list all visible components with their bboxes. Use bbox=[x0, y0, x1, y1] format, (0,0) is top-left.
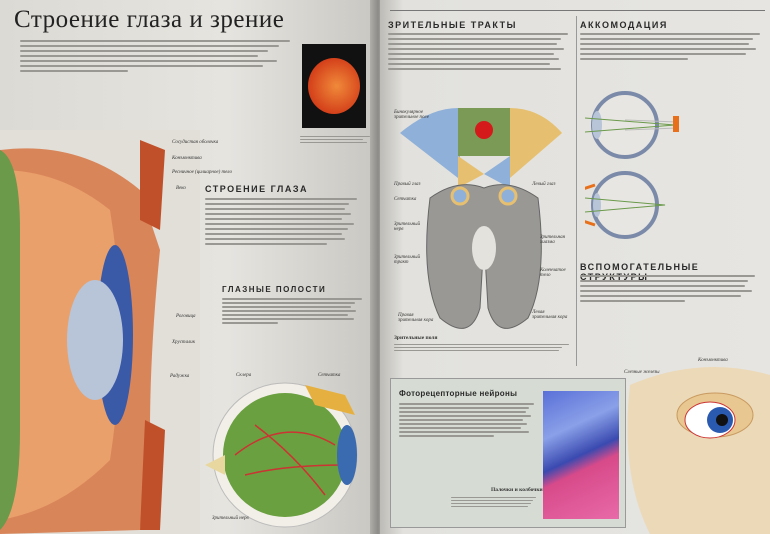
label-retina: Сетчатка bbox=[318, 373, 341, 378]
intro-text bbox=[20, 40, 290, 72]
label-eyelid: Веко bbox=[176, 186, 186, 191]
label-left-eye: Левый глаз bbox=[532, 182, 556, 187]
section-heading-eye-cavities: Глазные полости bbox=[222, 285, 327, 294]
label-right-cortex: Правая зрительная кора bbox=[398, 313, 434, 323]
label-choroid: Сосудистая оболочка bbox=[172, 140, 219, 145]
visual-fields-text bbox=[394, 344, 569, 351]
left-page: Строение глаза и зрение Сосудистая оболо… bbox=[0, 0, 378, 534]
label-lacrimal-glands: Слезные железы bbox=[624, 370, 660, 375]
box-caption-text bbox=[451, 497, 536, 507]
label-geniculate: Коленчатое тело bbox=[540, 268, 566, 278]
photoreceptor-box: Фоторецепторные нейроны Палочки и колбоч… bbox=[390, 378, 626, 528]
label-optic-tract: Зрительный тракт bbox=[394, 255, 421, 265]
label-optic-nerve: Зрительный нерв bbox=[212, 516, 249, 521]
rods-cones-micrograph bbox=[543, 391, 619, 519]
accessory-eye-illustration bbox=[627, 367, 770, 534]
visual-pathway-diagram bbox=[400, 108, 562, 329]
eye-structure-text bbox=[205, 198, 357, 245]
label-iris: Радужка bbox=[170, 374, 190, 379]
eye-cavities-text bbox=[222, 298, 362, 324]
accommodation-text bbox=[580, 33, 760, 60]
label-right-eye: Правый глаз bbox=[394, 182, 421, 187]
section-heading-accessory-structures: Вспомогательные структуры bbox=[580, 262, 700, 282]
box-heading: Фоторецепторные нейроны bbox=[399, 389, 518, 398]
label-optic-nerve-right: Зрительный нерв bbox=[394, 222, 421, 232]
label-sclera: Склера bbox=[236, 373, 252, 378]
label-lens: Хрусталик bbox=[172, 340, 196, 345]
section-heading-eye-structure: Строение глаза bbox=[205, 184, 308, 194]
eyeball-illustration bbox=[205, 382, 358, 528]
label-binocular-field: Бинокулярное зрительное поле bbox=[394, 110, 429, 120]
box-text bbox=[399, 403, 534, 437]
label-retina-right: Сетчатка bbox=[394, 197, 417, 202]
label-conjunctiva: Конъюнктива bbox=[172, 156, 202, 161]
visual-fields-caption: Зрительные поля bbox=[394, 335, 438, 341]
right-page: Зрительные тракты Аккомодация Бинокулярн… bbox=[380, 0, 770, 534]
page-title: Строение глаза и зрение bbox=[14, 6, 285, 33]
label-chiasm: Зрительная хиазма bbox=[540, 235, 565, 245]
label-cornea: Роговица bbox=[176, 314, 196, 319]
fundus-photo bbox=[302, 44, 366, 128]
top-rule bbox=[390, 10, 765, 11]
label-conjunctiva-aux: Конъюнктива bbox=[698, 358, 728, 363]
label-ciliary-body: Ресничное (цилиарное) тело bbox=[172, 170, 232, 175]
section-heading-accommodation: Аккомодация bbox=[580, 20, 668, 30]
label-left-cortex: Левая зрительная кора bbox=[532, 310, 568, 320]
visual-pathways-text bbox=[388, 33, 568, 70]
accessory-structures-text bbox=[580, 275, 755, 302]
box-subheading: Палочки и колбочки bbox=[491, 487, 543, 493]
section-heading-visual-pathways: Зрительные тракты bbox=[388, 20, 517, 30]
column-divider bbox=[576, 16, 577, 366]
accommodation-diagrams bbox=[585, 91, 679, 239]
photo-caption bbox=[300, 136, 370, 143]
eye-cross-section-illustration bbox=[0, 130, 200, 534]
